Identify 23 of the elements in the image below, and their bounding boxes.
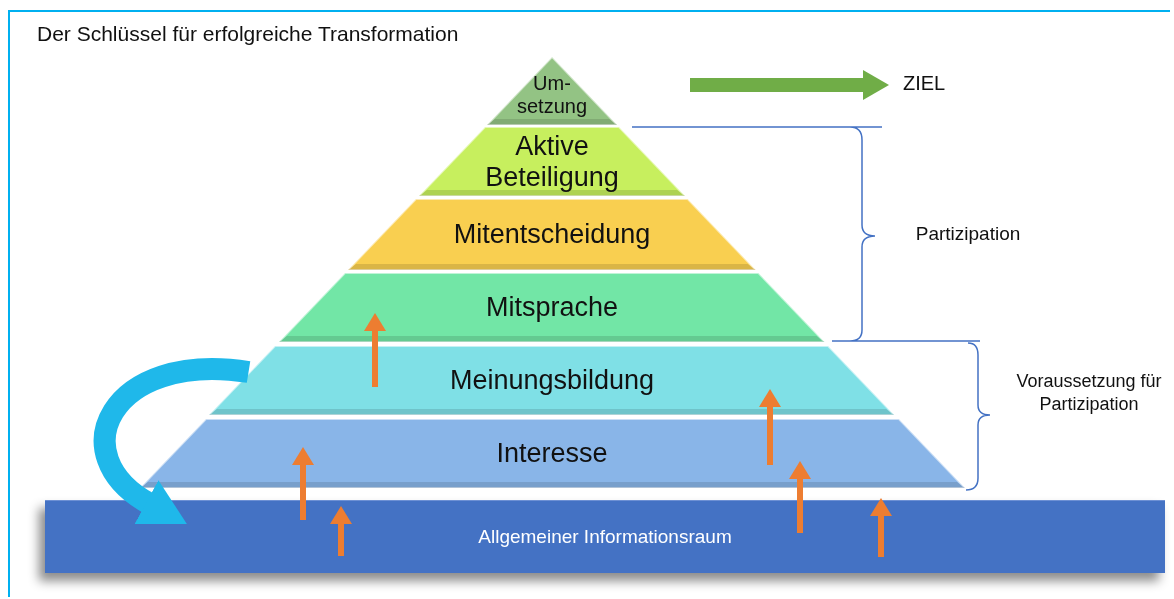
pyramid-band bbox=[209, 346, 895, 415]
arrow bbox=[364, 313, 386, 387]
band-label: Mitentscheidung bbox=[452, 219, 652, 250]
band-label: Meinungsbildung bbox=[448, 365, 656, 396]
band-label: Um- setzung bbox=[515, 72, 588, 119]
arrow bbox=[789, 461, 811, 533]
arrow bbox=[292, 447, 314, 520]
band-label: Mitsprache bbox=[484, 292, 619, 323]
information-bar bbox=[45, 500, 1165, 573]
arrow bbox=[759, 389, 781, 465]
band-label: Interesse bbox=[495, 438, 609, 469]
pyramid-band bbox=[279, 273, 825, 342]
pyramid-tip bbox=[486, 57, 618, 125]
bar-label: Allgemeiner Informationsraum bbox=[477, 526, 733, 548]
pyramid-band bbox=[348, 199, 756, 270]
bracket-label: Voraussetzung für Partizipation bbox=[1015, 370, 1163, 417]
bracket-label: Partizipation bbox=[914, 222, 1022, 246]
pyramid-band bbox=[139, 419, 965, 488]
band-label: Aktive Beteiligung bbox=[484, 130, 620, 193]
diagram-title: Der Schlüssel für erfolgreiche Transformation bbox=[37, 22, 459, 46]
goal-text: ZIEL bbox=[903, 72, 963, 98]
arrow bbox=[690, 70, 889, 100]
pyramid-band bbox=[418, 127, 685, 196]
